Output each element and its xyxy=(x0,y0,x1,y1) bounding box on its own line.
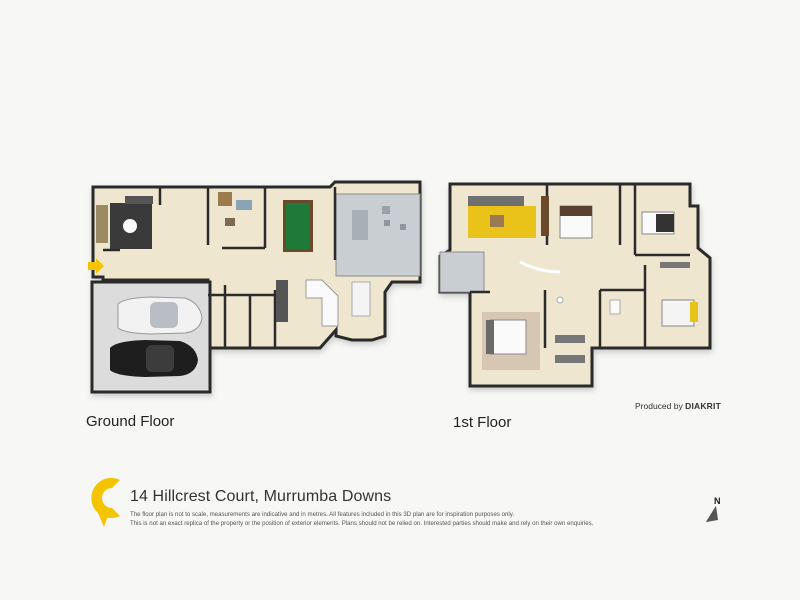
agency-logo xyxy=(91,478,120,527)
entrance-arrow xyxy=(88,258,104,274)
ground-floor-label: Ground Floor xyxy=(86,413,175,430)
ground-alfresco xyxy=(335,193,421,277)
disclaimer-line-2: This is not an exact replica of the prop… xyxy=(130,520,594,527)
bed-upper xyxy=(559,205,593,239)
bed-right-lower xyxy=(661,299,698,327)
north-letter: N xyxy=(714,496,721,506)
black-car xyxy=(110,340,198,377)
property-address: 14 Hillcrest Court, Murrumba Downs xyxy=(130,488,392,505)
pool-table xyxy=(283,200,313,252)
bed-right-upper xyxy=(641,211,675,235)
first-floor-label: 1st Floor xyxy=(453,414,512,431)
ground-study xyxy=(218,192,252,226)
disclaimer-line-1: The floor plan is not to scale, measurem… xyxy=(130,511,514,518)
north-compass-icon xyxy=(706,506,718,522)
white-car xyxy=(117,296,203,335)
first-fixtures xyxy=(519,260,690,363)
produced-by-credit: Produced by DIAKRIT xyxy=(635,401,721,411)
ground-kitchen xyxy=(276,279,371,327)
first-family-room xyxy=(468,196,549,238)
credit-brand: DIAKRIT xyxy=(685,401,721,411)
ground-lounge xyxy=(96,196,153,249)
ground-interior-walls xyxy=(103,187,337,348)
alfresco-furniture xyxy=(352,206,406,240)
credit-prefix: Produced by xyxy=(635,401,683,411)
master-bed xyxy=(482,312,540,370)
first-balcony xyxy=(439,251,485,293)
